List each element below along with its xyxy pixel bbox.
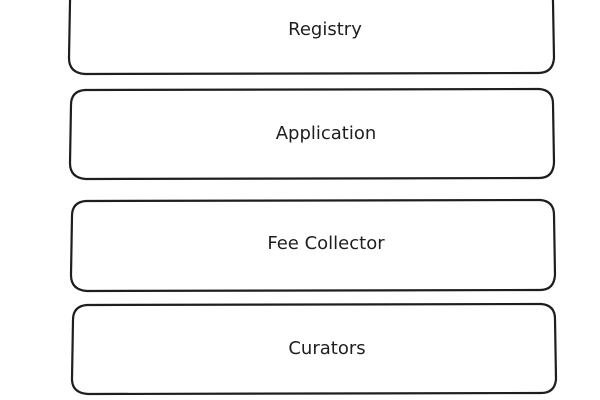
box-curators: Curators	[70, 302, 558, 396]
box-fee-collector-outline	[69, 198, 557, 293]
box-registry: Registry	[67, 0, 556, 76]
box-curators-outline	[70, 302, 558, 396]
box-registry-label: Registry	[288, 19, 362, 40]
box-application: Application	[68, 87, 556, 181]
box-application-label: Application	[276, 123, 377, 144]
box-registry-outline	[67, 0, 556, 76]
box-fee-collector-label: Fee Collector	[267, 233, 385, 254]
box-curators-label: Curators	[288, 338, 365, 359]
box-fee-collector: Fee Collector	[69, 198, 557, 293]
box-application-outline	[68, 87, 556, 181]
